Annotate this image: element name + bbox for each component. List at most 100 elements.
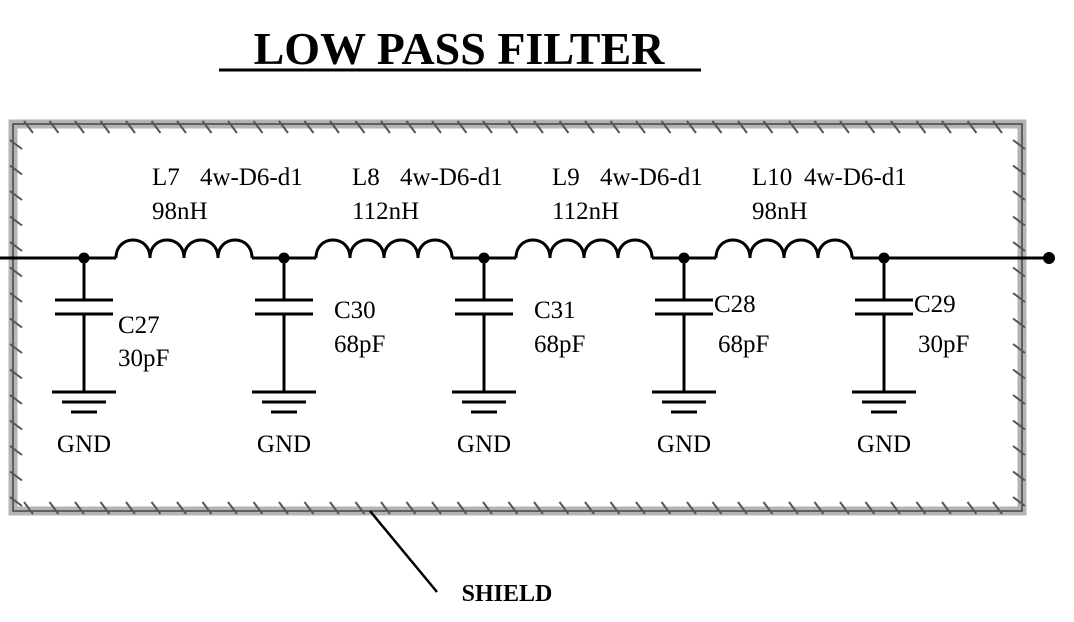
hatch-mark	[507, 120, 519, 134]
hatch-mark	[9, 445, 23, 456]
capacitor-ref: C29	[914, 291, 956, 318]
hatch-mark	[558, 501, 570, 515]
hatch-mark	[1012, 394, 1026, 405]
hatch-mark	[9, 496, 23, 507]
hatch-mark	[74, 120, 85, 134]
hatch-mark	[354, 120, 366, 134]
hatch-mark	[354, 501, 366, 515]
hatch-mark	[558, 120, 570, 134]
hatch-mark	[711, 501, 723, 515]
hatch-mark	[405, 501, 417, 515]
hatch-mark	[9, 241, 23, 252]
hatch-mark	[1012, 470, 1026, 482]
hatch-mark	[839, 501, 850, 515]
hatch-mark	[737, 501, 748, 515]
capacitor-c27: GND C27 30pF	[52, 258, 169, 458]
capacitor-value: 30pF	[918, 331, 969, 358]
capacitor-ref: C27	[118, 312, 160, 339]
hatch-mark	[9, 139, 23, 150]
capacitor-value: 68pF	[534, 331, 585, 358]
inductor-coil	[114, 238, 254, 259]
inductor-value: 112nH	[552, 198, 619, 225]
hatch-mark	[431, 501, 442, 515]
hatch-mark	[456, 120, 468, 134]
output-terminal	[1043, 252, 1055, 264]
inductor-part: 4w-D6-d1	[804, 164, 907, 191]
inductor-value: 98nH	[752, 198, 808, 225]
capacitor-value: 68pF	[334, 331, 385, 358]
hatch-mark	[584, 120, 595, 134]
hatch-mark	[9, 292, 23, 303]
ground-label: GND	[457, 431, 511, 458]
hatch-mark	[839, 120, 850, 134]
hatch-mark	[252, 120, 264, 134]
inductor-l10: L10 4w-D6-d1 98nH	[714, 164, 907, 259]
hatch-mark	[1012, 292, 1026, 303]
inductor-ref: L10	[752, 164, 792, 191]
ground-symbol	[852, 390, 916, 414]
hatch-mark	[1012, 317, 1026, 329]
hatch-mark	[609, 120, 621, 134]
ground-symbol	[252, 390, 316, 414]
hatch-mark	[737, 120, 748, 134]
hatch-mark	[9, 266, 23, 278]
ground-label: GND	[57, 431, 111, 458]
hatch-mark	[9, 470, 23, 482]
hatch-mark	[1012, 266, 1026, 278]
inductor-ref: L8	[352, 164, 380, 191]
hatch-mark	[992, 120, 1003, 134]
hatch-mark	[9, 215, 23, 227]
capacitor-value: 30pF	[118, 345, 169, 372]
capacitor-group: GNDC2730pFGNDC3068pFGNDC3168pFGNDC2868pF…	[52, 258, 969, 458]
hatch-mark	[380, 501, 391, 515]
hatch-mark	[915, 120, 927, 134]
hatch-mark	[9, 394, 23, 405]
hatch-mark	[1012, 164, 1026, 176]
hatch-mark	[686, 120, 697, 134]
ground-symbol	[52, 390, 116, 414]
inductor-part: 4w-D6-d1	[400, 164, 503, 191]
hatch-mark	[303, 120, 315, 134]
hatch-mark	[711, 120, 723, 134]
hatch-mark	[1012, 139, 1026, 150]
inductor-part: 4w-D6-d1	[600, 164, 703, 191]
shield-leader-line	[369, 510, 438, 593]
hatch-mark	[890, 501, 901, 515]
hatch-mark	[201, 501, 213, 515]
hatch-mark	[533, 501, 544, 515]
hatch-mark	[456, 501, 468, 515]
signal-line	[0, 252, 1055, 264]
hatch-mark	[176, 120, 187, 134]
hatch-mark	[533, 120, 544, 134]
hatch-mark	[941, 501, 952, 515]
inductor-ref: L7	[152, 164, 180, 191]
hatch-mark	[1012, 215, 1026, 227]
hatch-mark	[1012, 445, 1026, 456]
hatch-mark	[966, 501, 978, 515]
ground-label: GND	[657, 431, 711, 458]
shield-enclosure	[8, 119, 1027, 516]
hatch-mark	[482, 501, 493, 515]
inductor-coil	[514, 238, 654, 259]
hatch-mark	[635, 501, 646, 515]
hatch-mark	[74, 501, 85, 515]
capacitor-ref: C28	[714, 291, 756, 318]
inductor-ref: L9	[552, 164, 580, 191]
hatch-mark	[23, 501, 34, 515]
ground-symbol	[452, 390, 516, 414]
hatch-mark	[1012, 368, 1026, 380]
hatch-mark	[1012, 241, 1026, 252]
hatch-mark	[813, 501, 825, 515]
hatch-mark	[992, 501, 1003, 515]
hatch-mark	[125, 120, 136, 134]
hatch-mark	[660, 501, 672, 515]
hatch-mark	[227, 120, 238, 134]
hatch-mark	[890, 120, 901, 134]
hatch-mark	[686, 501, 697, 515]
hatch-mark	[864, 501, 876, 515]
